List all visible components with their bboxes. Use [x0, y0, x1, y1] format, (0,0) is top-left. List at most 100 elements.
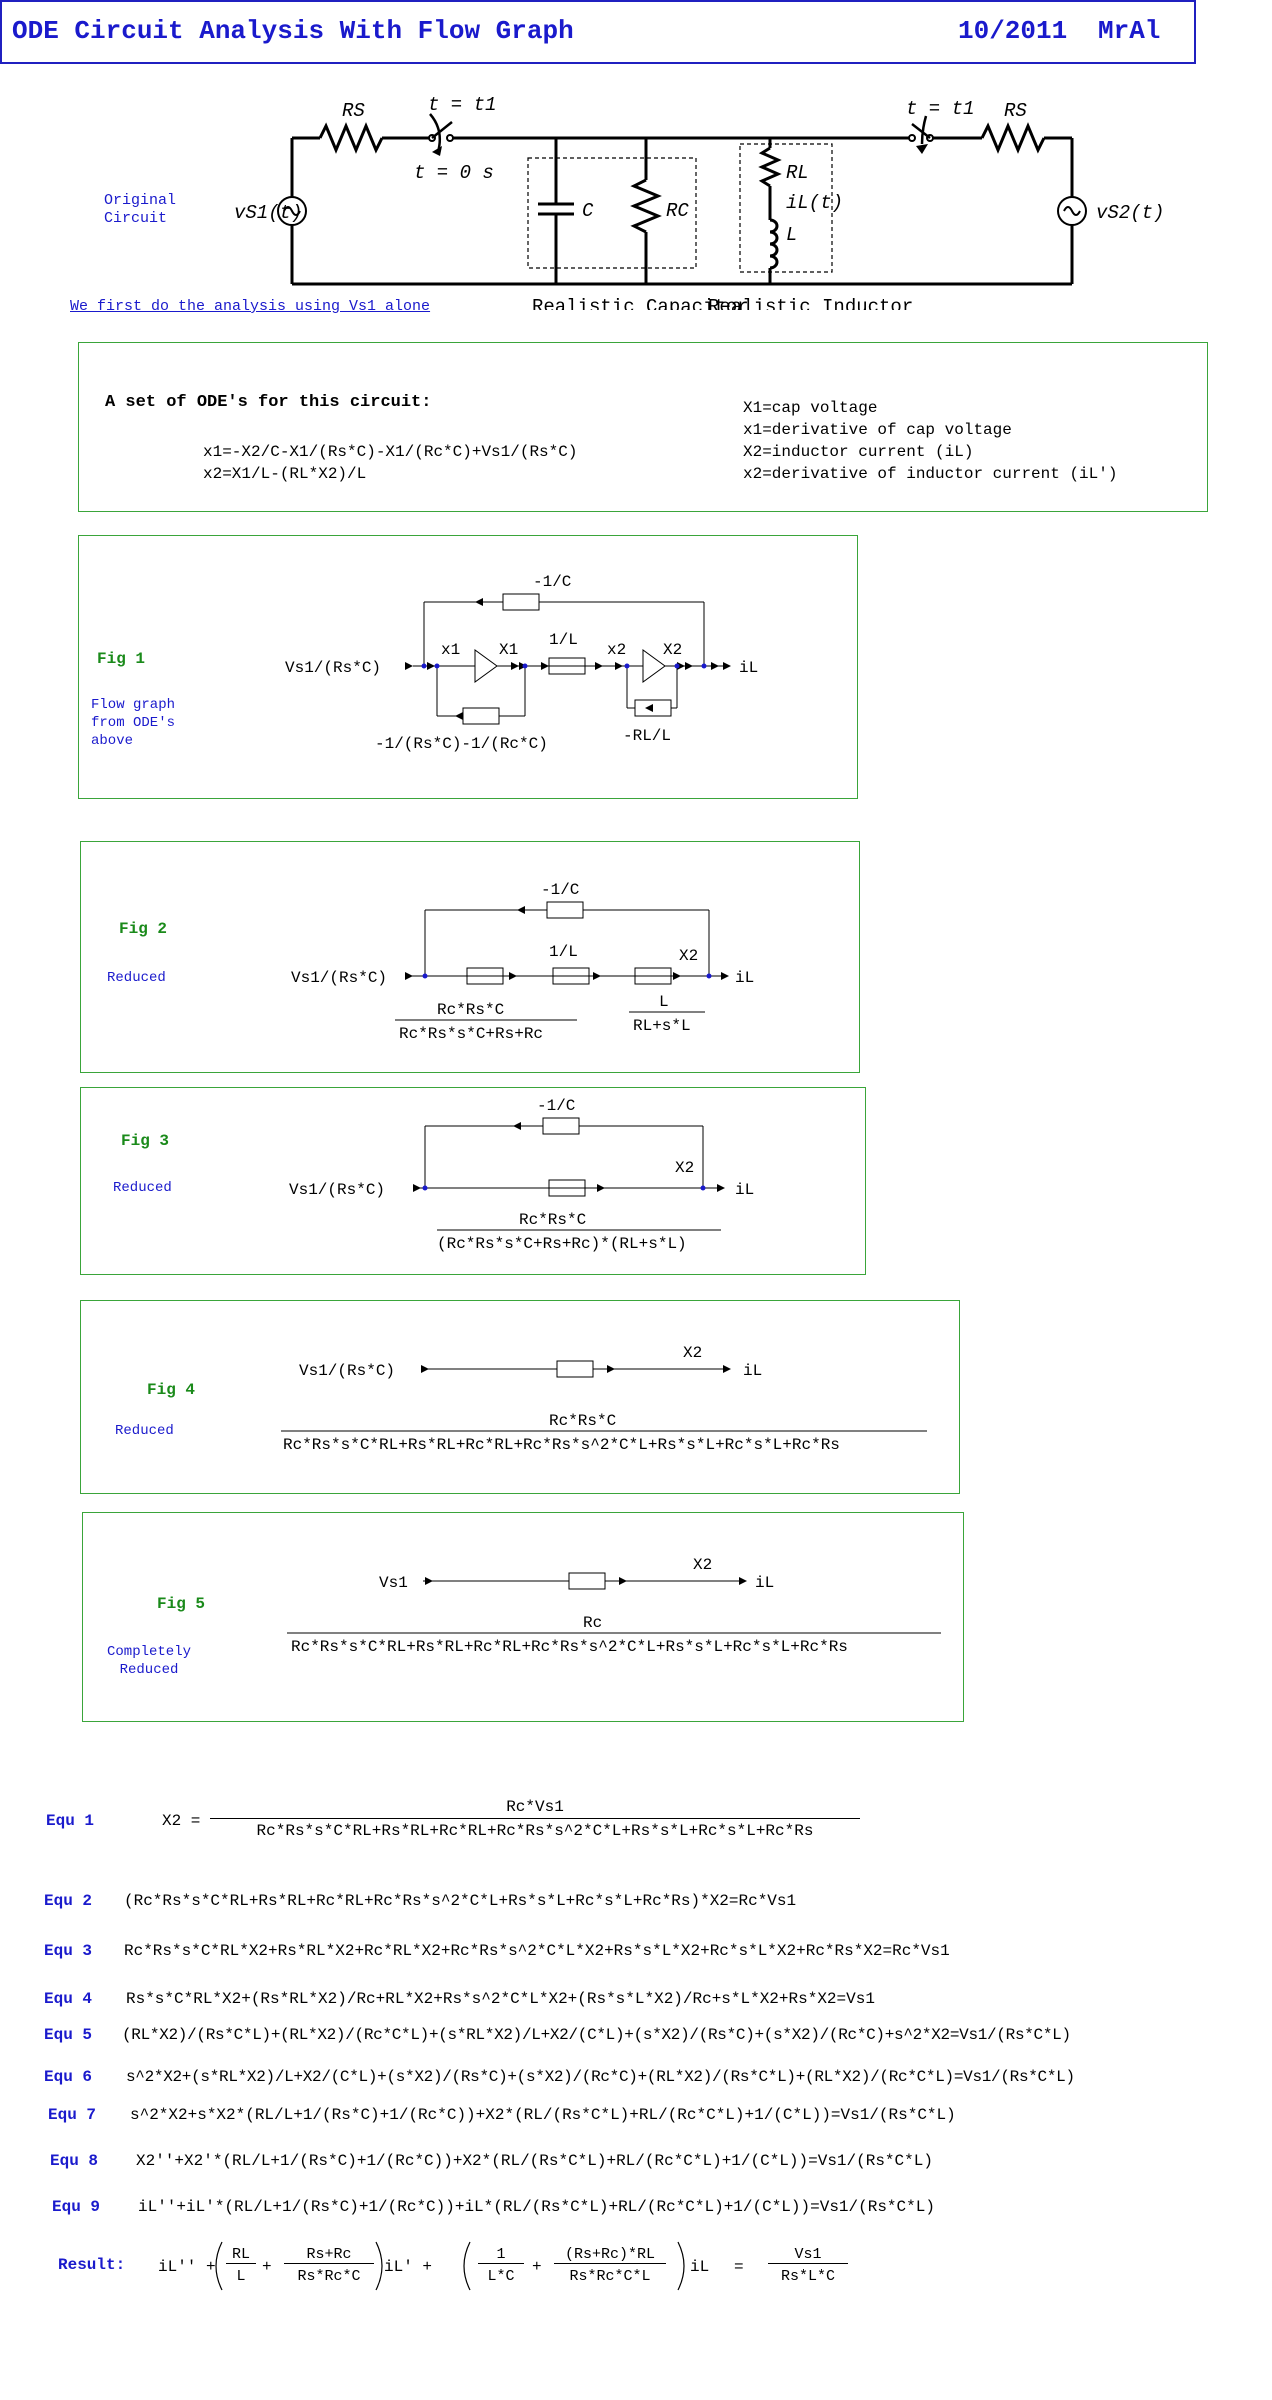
- fig2-X2: X2: [679, 947, 698, 965]
- original-circuit-label: Original Circuit: [104, 192, 177, 227]
- result-f3-num: 1: [478, 2246, 524, 2264]
- il-label: iL(t): [786, 192, 843, 214]
- page-title: ODE Circuit Analysis With Flow Graph: [12, 16, 574, 46]
- vs2-label: vS2(t): [1096, 202, 1164, 224]
- equ9-text: iL''+iL'*(RL/L+1/(Rs*C)+1/(Rc*C))+iL*(RL…: [138, 2198, 935, 2216]
- fig2-output: iL: [735, 969, 754, 987]
- fig4-input: Vs1/(Rs*C): [299, 1362, 395, 1380]
- fig1-x2: x2: [607, 641, 626, 659]
- result-f5-num: Vs1: [768, 2246, 848, 2264]
- equ2-label: Equ 2: [44, 1892, 93, 1910]
- fig2-input: Vs1/(Rs*C): [291, 969, 387, 987]
- result-plus2: +: [532, 2258, 542, 2276]
- fig2-one-over-l: 1/L: [549, 943, 578, 961]
- fig3-input: Vs1/(Rs*C): [289, 1181, 385, 1199]
- switch-left-time: t = t1: [428, 94, 496, 116]
- fig4-output: iL: [743, 1362, 762, 1380]
- fig4-den: Rc*Rs*s*C*RL+Rs*RL+Rc*RL+Rc*Rs*s^2*C*L+R…: [283, 1436, 840, 1454]
- equ7-label: Equ 7: [48, 2106, 97, 2124]
- fig3-box: Fig 3 Reduced Vs1/(Rs*C) -1/C X2 iL Rc*R…: [80, 1087, 866, 1275]
- rs-right-label: RS: [1004, 100, 1027, 122]
- equ2-text: (Rc*Rs*s*C*RL+Rs*RL+Rc*RL+Rc*Rs*s^2*C*L+…: [124, 1892, 797, 1910]
- result-f2-num: Rs+Rc: [284, 2246, 374, 2264]
- fig2-flowgraph: Vs1/(Rs*C) -1/C 1/L X2 iL Rc*Rs*C Rc*Rs*…: [291, 881, 754, 1043]
- fig5-label: Fig 5: [157, 1595, 206, 1613]
- ode-eq2: x2=X1/L-(RL*X2)/L: [203, 465, 367, 483]
- fig5-X2: X2: [693, 1556, 712, 1574]
- result-f1-den: L: [236, 2268, 246, 2285]
- ode-legend: X1=cap voltage x1=derivative of cap volt…: [743, 399, 1118, 483]
- fig1-one-over-l: 1/L: [549, 631, 578, 649]
- rc-label: RC: [666, 200, 689, 222]
- fig2-den2: RL+s*L: [633, 1017, 691, 1035]
- fig1-minus-one-over-c: -1/C: [533, 573, 571, 591]
- fig2-num1: Rc*Rs*C: [437, 1001, 504, 1019]
- result-equals: =: [734, 2258, 744, 2276]
- fig1-gain1: -1/(Rs*C)-1/(Rc*C): [375, 735, 548, 753]
- equ5-label: Equ 5: [44, 2026, 93, 2044]
- equ1-den: Rc*Rs*s*C*RL+Rs*RL+Rc*RL+Rc*Rs*s^2*C*L+R…: [256, 1822, 814, 1840]
- fig3-minus-one-over-c: -1/C: [537, 1097, 575, 1115]
- fig3-den: (Rc*Rs*s*C+Rs+Rc)*(RL+s*L): [437, 1235, 687, 1253]
- result-term3: iL: [690, 2258, 710, 2276]
- cap-caption: Realistic Capacitor: [532, 296, 749, 310]
- fig2-num2: L: [659, 993, 669, 1011]
- page-date: 10/2011: [958, 16, 1068, 46]
- equ8-label: Equ 8: [50, 2152, 99, 2170]
- circuit-schematic: vS1(t) vS2(t) RS RS t = t1 t = 0 s t = t…: [234, 94, 1164, 310]
- result-f2-den: Rs*Rc*C: [297, 2268, 361, 2285]
- result-f4-num: (Rs+Rc)*RL: [554, 2246, 666, 2264]
- fig4-flowgraph: Vs1/(Rs*C) X2 iL Rc*Rs*C Rc*Rs*s*C*RL+Rs…: [281, 1344, 927, 1454]
- result-label: Result:: [58, 2256, 126, 2274]
- equ6-text: s^2*X2+(s*RL*X2)/L+X2/(C*L)+(s*X2)/(Rs*C…: [126, 2068, 1075, 2086]
- result-plus1: +: [262, 2258, 272, 2276]
- result-f1-num: RL: [226, 2246, 256, 2264]
- fig1-X1: X1: [499, 641, 518, 659]
- fig1-flowgraph: Vs1/(Rs*C) x1 X1 1/L x2 X2 iL -1/C -1/(R…: [285, 573, 758, 753]
- fig5-output: iL: [755, 1574, 774, 1592]
- equ1-label: Equ 1: [46, 1812, 95, 1830]
- result-f4-den: Rs*Rc*C*L: [569, 2268, 651, 2285]
- fig3-label: Fig 3: [121, 1132, 170, 1150]
- fig2-minus-one-over-c: -1/C: [541, 881, 579, 899]
- switch-right-time: t = t1: [906, 98, 974, 120]
- equ4-label: Equ 4: [44, 1990, 93, 2008]
- equ4-text: Rs*s*C*RL*X2+(Rs*RL*X2)/Rc+RL*X2+Rs*s^2*…: [126, 1990, 875, 2008]
- fig2-desc: Reduced: [107, 970, 166, 986]
- fig3-X2: X2: [675, 1159, 694, 1177]
- fig4-desc: Reduced: [115, 1423, 174, 1439]
- fig1-output: iL: [739, 659, 758, 677]
- fig4-label: Fig 4: [147, 1381, 196, 1399]
- equ1-lhs: X2 =: [162, 1812, 201, 1830]
- ind-caption: Realistic Inductor: [708, 296, 913, 310]
- fig1-X2: X2: [663, 641, 682, 659]
- fig5-den: Rc*Rs*s*C*RL+Rs*RL+Rc*RL+Rc*Rs*s^2*C*L+R…: [291, 1638, 848, 1656]
- fig1-x1: x1: [441, 641, 460, 659]
- fig1-input: Vs1/(Rs*C): [285, 659, 381, 677]
- equ9-label: Equ 9: [52, 2198, 101, 2216]
- fig4-X2: X2: [683, 1344, 702, 1362]
- inductor-label: L: [786, 224, 797, 246]
- fig3-output: iL: [735, 1181, 754, 1199]
- fig2-den1: Rc*Rs*s*C+Rs+Rc: [399, 1025, 543, 1043]
- equ1-num: Rc*Vs1: [210, 1798, 860, 1819]
- equ5-text: (RL*X2)/(Rs*C*L)+(RL*X2)/(Rc*C*L)+(s*RL*…: [122, 2026, 1071, 2044]
- rs-left-label: RS: [342, 100, 365, 122]
- fig5-flowgraph: Vs1 X2 iL Rc Rc*Rs*s*C*RL+Rs*RL+Rc*RL+Rc…: [287, 1556, 941, 1656]
- page-author: MrAl: [1098, 16, 1161, 46]
- result-f3-den: L*C: [487, 2268, 515, 2285]
- fig4-box: Fig 4 Reduced Vs1/(Rs*C) X2 iL Rc*Rs*C R…: [80, 1300, 960, 1494]
- equ3-label: Equ 3: [44, 1942, 93, 1960]
- switch-left-t0: t = 0 s: [414, 162, 494, 184]
- fig3-desc: Reduced: [113, 1180, 172, 1196]
- fig2-box: Fig 2 Reduced Vs1/(Rs*C) -1/C 1/L X2 iL …: [80, 841, 860, 1073]
- fig2-label: Fig 2: [119, 920, 168, 938]
- equ6-label: Equ 6: [44, 2068, 93, 2086]
- equ3-text: Rc*Rs*s*C*RL*X2+Rs*RL*X2+Rc*RL*X2+Rc*Rs*…: [124, 1942, 950, 1960]
- ode-heading: A set of ODE's for this circuit:: [105, 393, 432, 412]
- result-brackets: [215, 2241, 685, 2291]
